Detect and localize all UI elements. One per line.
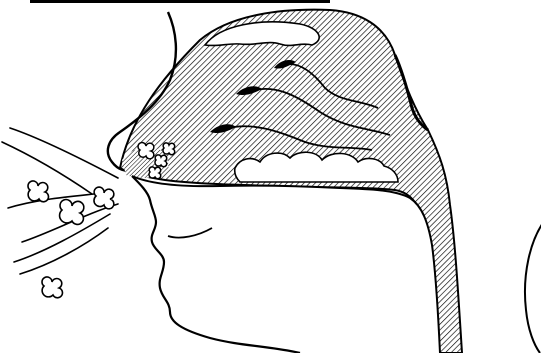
right-edge-curve bbox=[525, 220, 541, 353]
nose-and-lip bbox=[132, 176, 440, 353]
odor-puffs bbox=[28, 181, 114, 298]
